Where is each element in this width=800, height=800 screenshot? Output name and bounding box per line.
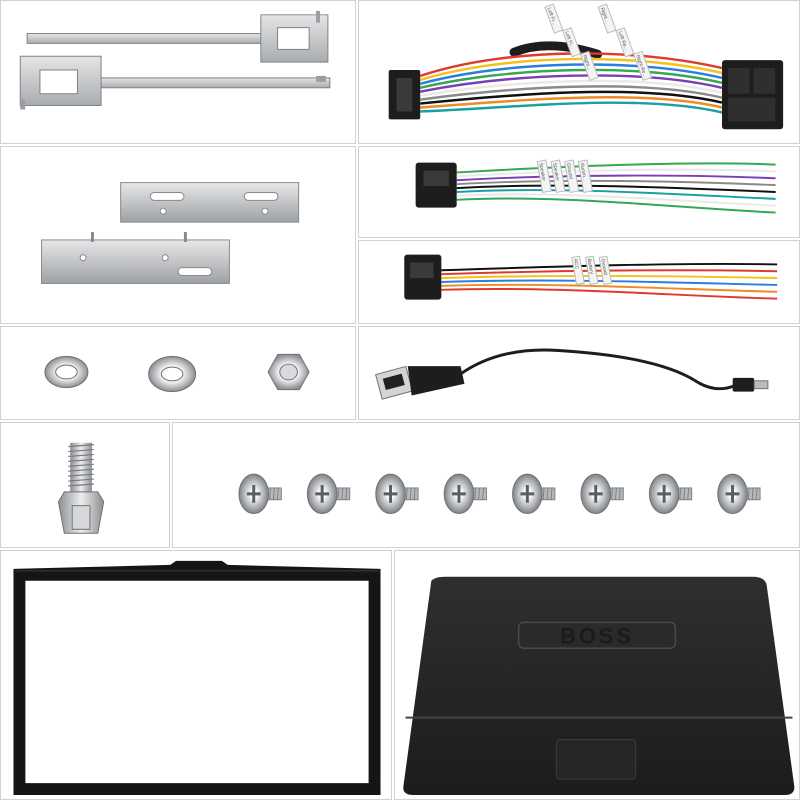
- speaker-wire: [456, 197, 776, 214]
- power-harness-illustration: ACC Battery Ground: [404, 254, 778, 300]
- removal-key: [19, 55, 331, 110]
- speaker-harness-illustration: Speaker Speaker Ground Illumin...: [415, 159, 776, 214]
- harness-wire: [420, 90, 723, 105]
- svg-text:ACC: ACC: [572, 258, 580, 270]
- wire-label-tag: Ground: [598, 255, 613, 285]
- wiring-harness-main-illustration: Left Fr... Left Fr... Right... Right... Left…: [388, 3, 784, 130]
- usb-cable-panel: [358, 326, 800, 420]
- svg-text:Speaker: Speaker: [538, 163, 547, 182]
- harness-wire: [419, 68, 723, 89]
- main-harness-panel: Left Fr... Left Fr... Right... Right... Left…: [358, 0, 800, 144]
- speaker-wire: [456, 184, 776, 193]
- mounting-screw: [306, 473, 351, 515]
- lock-washer: [44, 355, 89, 389]
- wire-label-tag: Ground: [564, 159, 580, 194]
- harness-wire: [419, 63, 723, 86]
- mounting-bracket: [120, 182, 300, 223]
- carrying-case-illustration: BOSS: [403, 576, 795, 796]
- power-wire: [441, 279, 778, 286]
- speaker-wire: [456, 174, 776, 182]
- power-wire: [441, 274, 778, 280]
- bolt-panel: [0, 422, 170, 548]
- mounting-screw: [375, 473, 419, 515]
- mounting-screw: [717, 473, 761, 515]
- wire-label-tag: Right...: [579, 50, 599, 82]
- harness-wire: [420, 79, 723, 97]
- harness-wire: [419, 57, 723, 82]
- mounting-screw: [580, 473, 624, 515]
- power-wire: [441, 287, 778, 300]
- removal-key: [26, 10, 329, 63]
- case-logo-badge: BOSS: [517, 621, 677, 649]
- mounting-brackets-illustration: [41, 182, 300, 284]
- mounting-screw: [238, 473, 282, 515]
- wire-label-tag: Speaker: [550, 159, 566, 194]
- mounting-screw: [512, 473, 556, 515]
- svg-text:Left Fr...: Left Fr...: [546, 7, 558, 26]
- speaker-harness-panel: Speaker Speaker Ground Illumin...: [358, 146, 800, 238]
- wire-label-tag: Left Fr...: [544, 3, 564, 34]
- threaded-bolt-illustration: [57, 442, 105, 534]
- wire-label-tag: ACC: [571, 255, 585, 285]
- wire-label-tag: Battery: [584, 255, 599, 285]
- harness-connector-right: [721, 60, 784, 130]
- speaker-wire: [456, 162, 776, 174]
- power-wire: [441, 269, 778, 276]
- trim-frame-panel: [0, 550, 392, 800]
- wire-label-tag: Right...: [597, 3, 617, 34]
- harness-wire: [420, 85, 723, 101]
- hex-nut: [267, 353, 310, 391]
- mounting-screw: [648, 473, 693, 515]
- removal-keys-illustration: [19, 10, 331, 110]
- removal-keys-panel: [0, 0, 356, 144]
- mounting-bracket: [41, 232, 230, 284]
- speaker-wire: [456, 168, 776, 178]
- case-logo-text: BOSS: [560, 623, 634, 648]
- power-wire: [441, 283, 778, 293]
- wire-label-tag: Left Fr...: [562, 27, 582, 58]
- speaker-wire: [456, 189, 776, 200]
- wire-label-tag: Speaker: [536, 159, 552, 194]
- mounting-screws-illustration: [238, 473, 761, 515]
- svg-text:Speaker: Speaker: [551, 163, 560, 182]
- trim-frame-illustration: [13, 560, 381, 796]
- power-harness-panel: ACC Battery Ground: [358, 240, 800, 324]
- svg-text:Left Fr...: Left Fr...: [563, 31, 575, 50]
- usb-cable-illustration: [375, 348, 769, 400]
- svg-text:Right...: Right...: [599, 7, 610, 24]
- svg-text:Battery: Battery: [586, 258, 595, 275]
- usb-a-connector: [375, 365, 465, 400]
- svg-text:Illumin...: Illumin...: [579, 163, 588, 182]
- mini-usb-connector: [732, 377, 769, 392]
- harness-wire: [420, 96, 723, 109]
- speaker-wire: [456, 179, 776, 187]
- svg-text:Ground: Ground: [565, 163, 574, 180]
- washers-panel: [0, 326, 356, 420]
- speaker-wire: [456, 193, 776, 207]
- carrying-case-panel: BOSS: [394, 550, 800, 800]
- wire-label-tag: Illumin...: [577, 159, 593, 194]
- svg-text:Ground: Ground: [599, 258, 608, 275]
- harness-wire: [420, 101, 723, 114]
- washers-and-nut-illustration: [44, 353, 310, 393]
- harness-wire: [419, 74, 723, 93]
- mounting-screw: [443, 473, 487, 515]
- wire-label-tag: Left Re...: [615, 27, 635, 58]
- screws-panel: [172, 422, 800, 548]
- svg-text:Right...: Right...: [581, 54, 592, 71]
- flat-washer: [148, 355, 197, 393]
- brackets-panel: [0, 146, 356, 324]
- power-wire: [441, 262, 778, 272]
